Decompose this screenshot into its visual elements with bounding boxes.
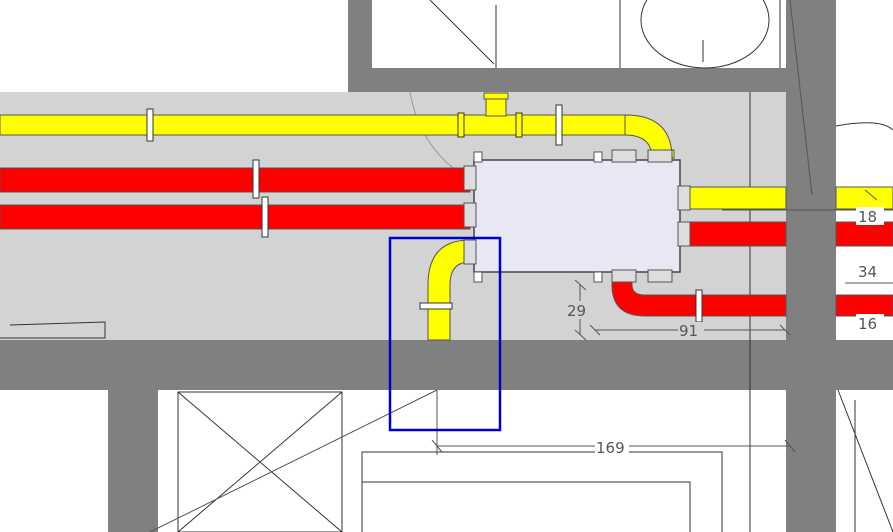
hot-water-pipes bbox=[0, 167, 893, 317]
dimension-169: 169 bbox=[596, 439, 625, 457]
manifold[interactable] bbox=[463, 149, 691, 283]
hot-pipe-2 bbox=[0, 204, 471, 230]
wall-lower-horizontal bbox=[0, 340, 893, 390]
dimension-18: 18 bbox=[858, 208, 877, 226]
shower-tray bbox=[177, 391, 343, 532]
cold-pipe-right bbox=[687, 186, 787, 210]
manifold-body bbox=[473, 159, 681, 273]
dimension-16: 16 bbox=[858, 315, 877, 333]
wall-right-column bbox=[786, 0, 836, 532]
hot-pipe-right bbox=[687, 221, 787, 247]
selection-box[interactable] bbox=[388, 236, 502, 432]
dimension-29: 29 bbox=[567, 302, 586, 320]
dimension-labels: 29 91 169 18 34 16 bbox=[566, 207, 884, 457]
dimension-34: 34 bbox=[858, 263, 877, 281]
hot-pipe-elbow-bottom bbox=[611, 271, 787, 317]
cold-pipe-elbow-left bbox=[427, 239, 471, 341]
toilet-fixture bbox=[640, 0, 770, 69]
pipe-clips bbox=[146, 104, 703, 323]
hot-pipe-1 bbox=[0, 167, 471, 193]
wall-lower-left-vertical bbox=[108, 390, 158, 532]
wall-upper-horizontal bbox=[348, 68, 786, 92]
cold-water-pipes bbox=[0, 92, 893, 341]
cold-pipe-top bbox=[0, 114, 626, 136]
dimension-91: 91 bbox=[679, 322, 698, 340]
